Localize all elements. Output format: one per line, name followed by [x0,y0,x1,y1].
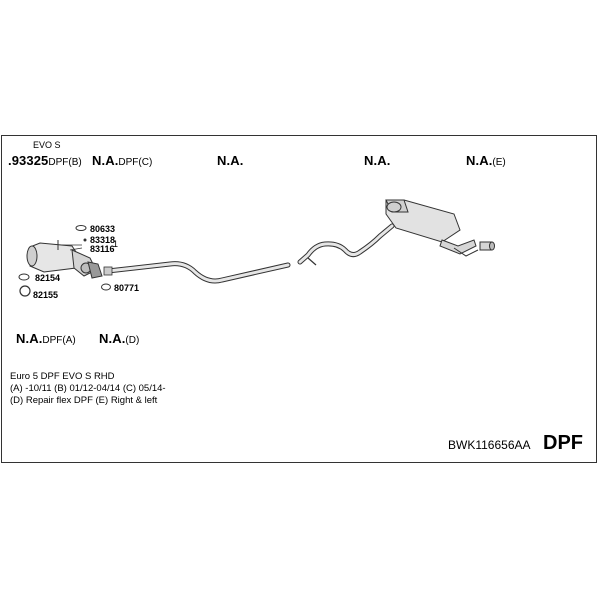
evo-label: EVO S [33,140,61,150]
part-5-suffix: (E) [492,157,506,168]
part-3-label[interactable]: N.A. [217,152,243,170]
callout-83116: 83116 [90,244,115,254]
gasket-82154[interactable] [18,273,30,281]
notes-line-2: (A) -10/11 (B) 01/12-04/14 (C) 05/14- [10,383,166,394]
part-6-suffix: DPF(A) [42,335,76,346]
part-7-label[interactable]: N.A.(D) [99,330,139,348]
dpf-assembly[interactable] [26,240,103,279]
tailpipe[interactable] [479,241,495,251]
part-3-code: N.A. [217,153,244,168]
callout-82155: 82155 [33,290,59,300]
part-5-label[interactable]: N.A.(E) [466,152,506,170]
notes-line-3: (D) Repair flex DPF (E) Right & left [10,395,158,406]
rear-silencer[interactable] [385,199,479,257]
part-7-code: N.A. [99,331,126,346]
callout-80633: 80633 [90,224,116,234]
clamp-80633[interactable] [75,225,87,231]
part-7-suffix: (D) [125,335,140,346]
clamp-80771[interactable] [101,283,111,291]
part-4-label[interactable]: N.A. [364,152,390,170]
part-2-label[interactable]: N.A.DPF(C) [92,152,152,170]
part-2-code: N.A. [92,153,119,168]
part-2-suffix: DPF(C) [118,157,153,168]
part-5-code: N.A. [466,153,493,168]
part-6-code: N.A. [16,331,43,346]
part-1-suffix: DPF(B) [48,157,82,168]
diagram-frame [1,135,597,463]
callout-quantity: 1 [113,239,119,249]
kit-number: BWK116656AA [448,438,531,452]
intermediate-pipe[interactable] [103,261,291,284]
part-1-code: .93325 [8,153,49,168]
notes-line-1: Euro 5 DPF EVO S RHD [10,371,115,382]
callout-80771: 80771 [114,283,140,293]
callout-82154: 82154 [35,273,61,283]
callout-83318: 83318 [90,235,116,245]
part-1-label[interactable]: .93325DPF(B) [8,152,82,170]
clamp-82155[interactable] [19,285,31,297]
kit-type: DPF [543,432,583,454]
rear-pipe[interactable] [297,223,395,266]
part-6-label[interactable]: N.A.DPF(A) [16,330,76,348]
nut-83318[interactable] [83,238,87,242]
part-4-code: N.A. [364,153,391,168]
